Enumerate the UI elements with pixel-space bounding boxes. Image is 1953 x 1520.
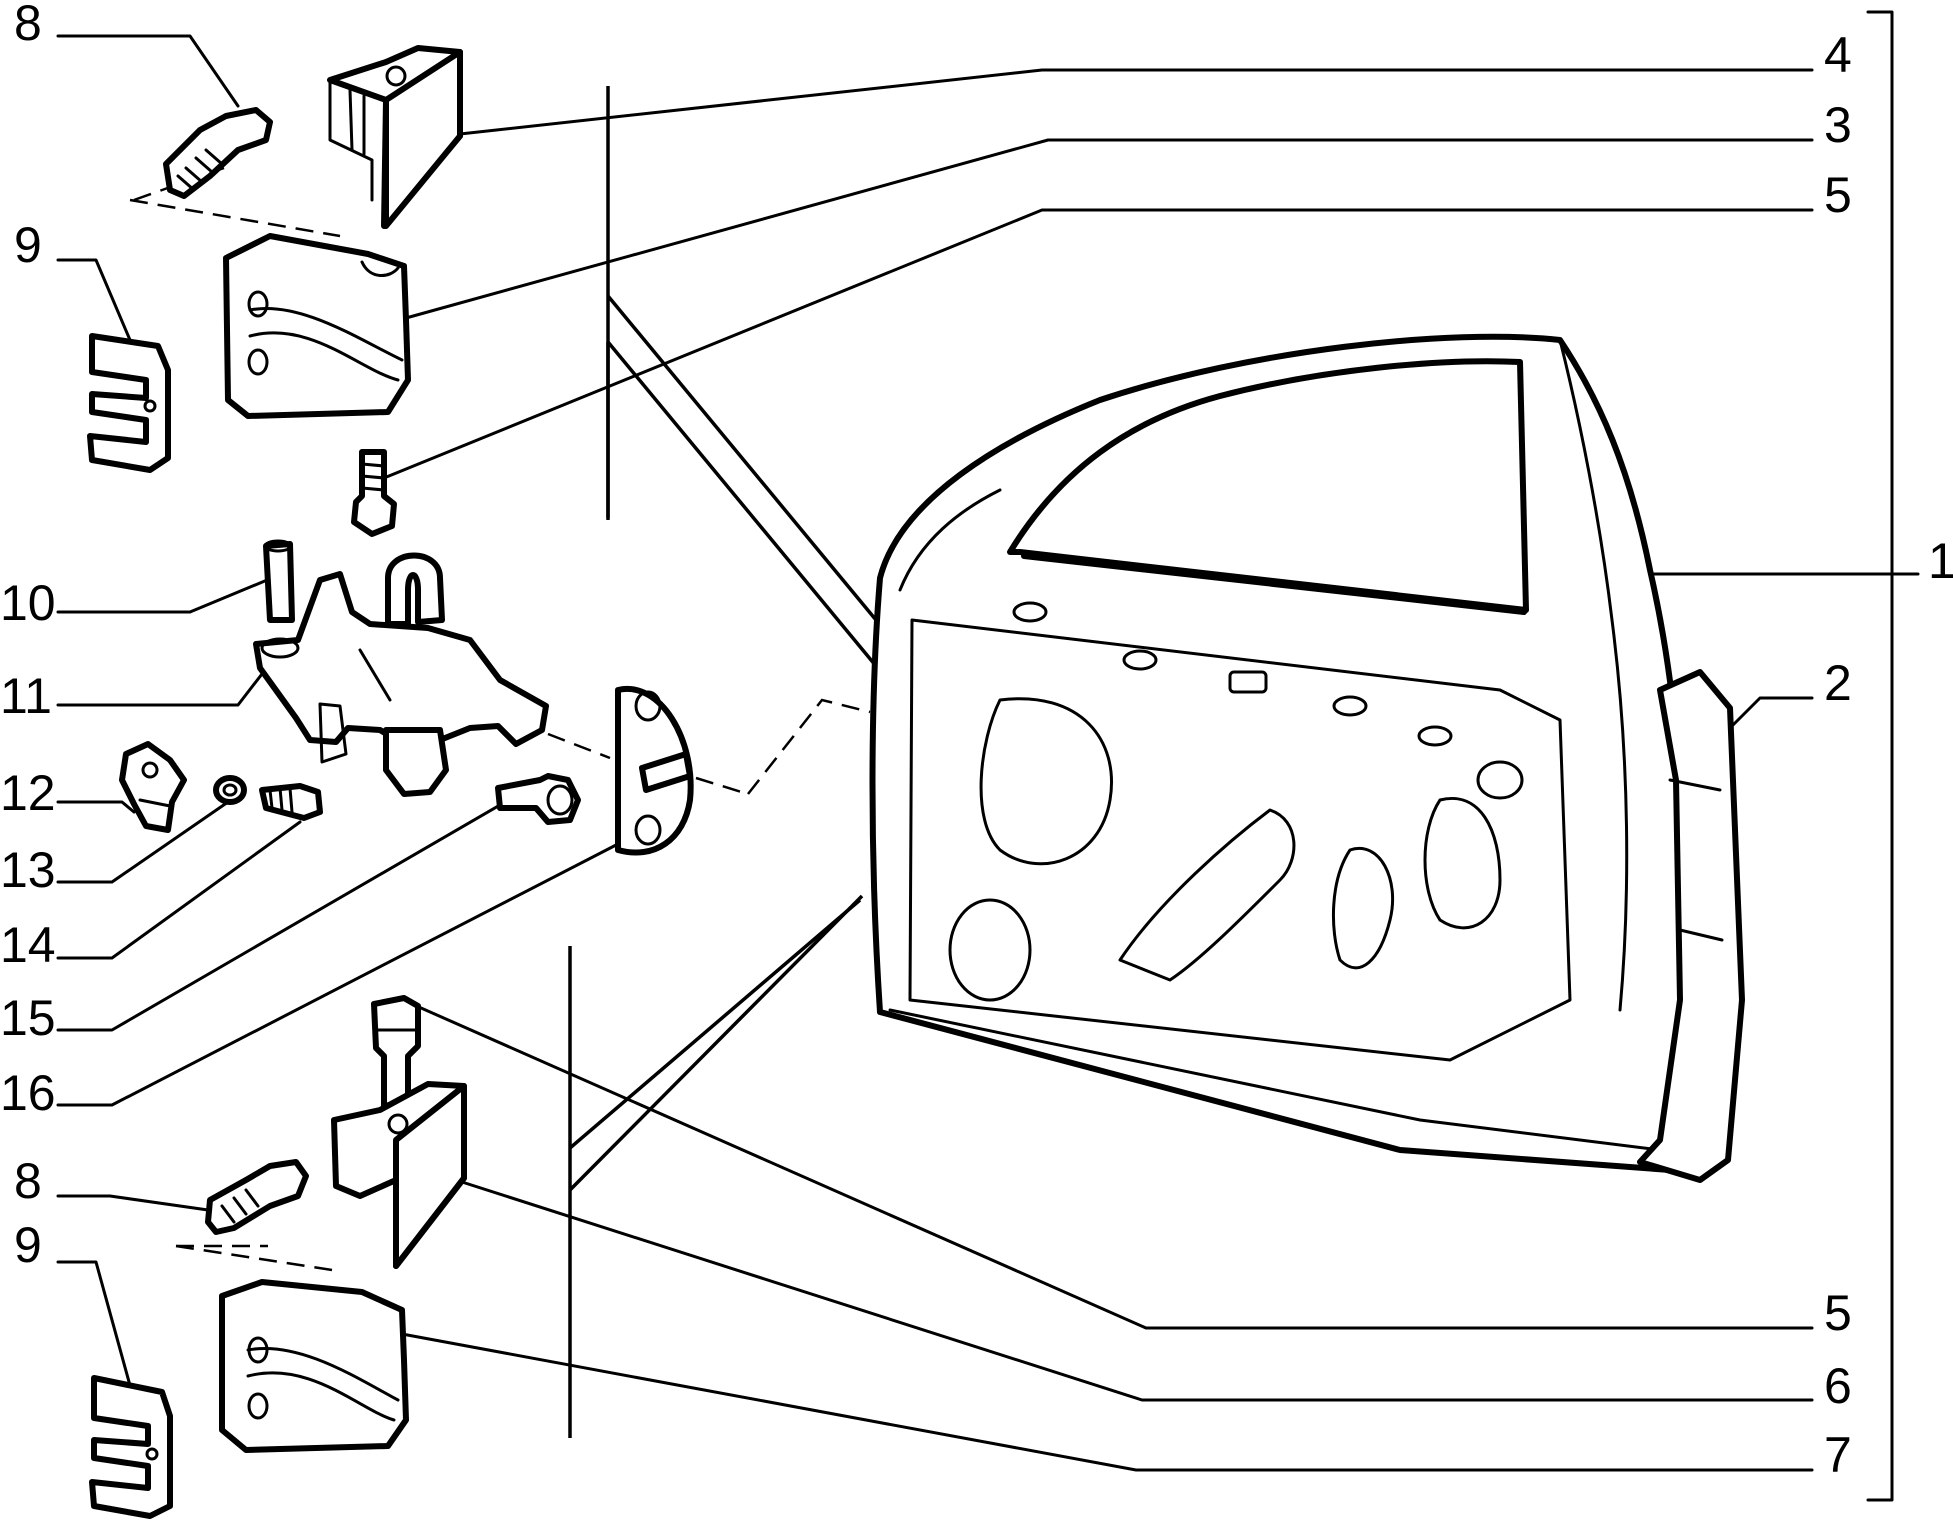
- assembly-axis-lines: [129, 86, 878, 1438]
- callout-2: 2: [1824, 655, 1852, 711]
- callout-5-top: 5: [1824, 167, 1852, 223]
- leader-15: [56, 796, 514, 1032]
- door-shell: [869, 333, 1687, 1173]
- callout-11: 11: [0, 668, 52, 724]
- leader-2: [1724, 696, 1814, 734]
- hinge-screw-bottom: [371, 995, 421, 1109]
- callout-16: 16: [0, 1065, 56, 1121]
- lower-hinge-door-half: [331, 1081, 467, 1269]
- hinge-screw-top: [351, 449, 397, 537]
- strap-bracket: [119, 741, 187, 833]
- leader-5-bottom: [410, 1002, 1814, 1330]
- check-strap-pin: [263, 539, 295, 623]
- leader-14: [56, 820, 302, 960]
- striker-plate: [615, 685, 694, 856]
- leader-8-top: [56, 34, 240, 108]
- upper-hinge-body-half: [223, 233, 411, 419]
- callout-15: 15: [0, 990, 56, 1046]
- callout-12: 12: [0, 765, 56, 821]
- leader-5-top: [382, 208, 1814, 480]
- callout-4: 4: [1824, 27, 1852, 83]
- leader-13: [56, 800, 230, 884]
- shim-plate-top: [87, 333, 171, 473]
- leader-4: [458, 68, 1814, 136]
- shim-plate-bottom: [89, 1375, 173, 1519]
- callout-5-bottom: 5: [1824, 1285, 1852, 1341]
- screw-14: [259, 783, 323, 821]
- hinge-stud-top: [163, 107, 273, 199]
- leader-11: [56, 646, 284, 707]
- callout-14: 14: [0, 917, 56, 973]
- callout-6: 6: [1824, 1358, 1852, 1414]
- callout-10: 10: [0, 575, 56, 631]
- callout-8-top: 8: [14, 0, 42, 51]
- callout-7: 7: [1824, 1427, 1852, 1483]
- nut: [213, 775, 247, 805]
- leader-12: [56, 800, 136, 814]
- striker-bolt: [495, 773, 581, 825]
- leader-16: [56, 842, 620, 1107]
- leader-6: [460, 1180, 1814, 1402]
- leader-9-top: [56, 258, 132, 342]
- hinge-stud-bottom: [205, 1159, 309, 1235]
- callout-9-top: 9: [14, 217, 42, 273]
- door-seal-trim: [1637, 669, 1745, 1183]
- callout-labels: 8 9 10 11 12 13 14 15 16 8 9 4 3 5 1 2 5…: [0, 0, 1953, 1483]
- leader-lines: [56, 34, 1920, 1472]
- lower-hinge-body-half: [219, 1279, 409, 1453]
- callout-3: 3: [1824, 97, 1852, 153]
- callout-9-bottom: 9: [14, 1217, 42, 1273]
- leader-7: [400, 1332, 1814, 1472]
- assembly-bracket: [1866, 10, 1894, 1502]
- leader-9-bottom: [56, 1260, 136, 1402]
- upper-hinge-door-half: [327, 45, 463, 229]
- callout-1: 1: [1928, 533, 1953, 589]
- callout-8-bottom: 8: [14, 1153, 42, 1209]
- callout-13: 13: [0, 842, 56, 898]
- leader-3: [404, 138, 1814, 320]
- leader-10: [56, 576, 274, 614]
- leader-8-bottom: [56, 1194, 210, 1212]
- door-check-strap: [253, 552, 549, 797]
